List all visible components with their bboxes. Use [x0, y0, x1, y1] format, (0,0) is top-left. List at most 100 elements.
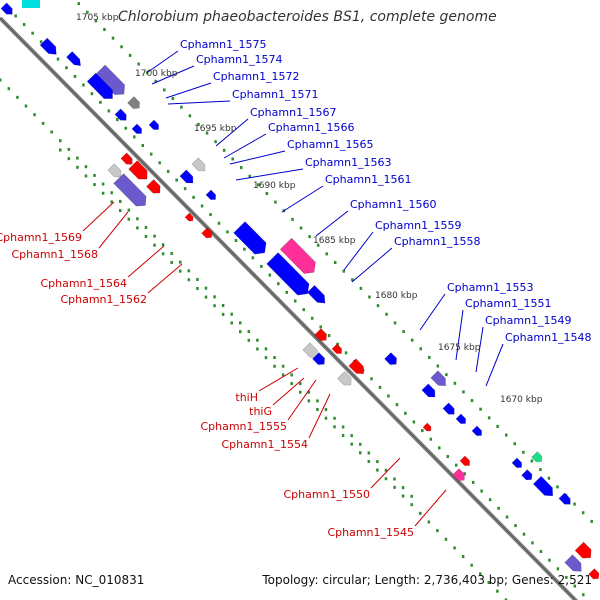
forward-gene-label[interactable]: Cphamn1_1566: [268, 121, 355, 134]
forward-gene-label[interactable]: Cphamn1_1572: [213, 70, 300, 83]
tick-mark: [200, 204, 204, 208]
forward-gene-label[interactable]: Cphamn1_1551: [465, 297, 552, 310]
topology-text: Topology: circular; Length: 2,736,403 bp…: [262, 573, 592, 587]
forward-gene-label[interactable]: Cphamn1_1565: [287, 138, 374, 151]
reverse-gene-label[interactable]: Cphamn1_1545: [327, 526, 414, 539]
forward-gene-label[interactable]: Cphamn1_1559: [375, 219, 462, 232]
forward-gene-label[interactable]: Cphamn1_1560: [350, 198, 437, 211]
forward-label-leader: [455, 309, 464, 361]
gene-arrow: [179, 169, 194, 184]
tick-mark: [341, 433, 345, 437]
gene-arrow: [471, 425, 482, 436]
forward-gene-label[interactable]: Cphamn1_1571: [232, 88, 319, 101]
tick-mark: [461, 555, 465, 559]
gene-arrow: [233, 221, 267, 255]
tick-mark: [438, 446, 441, 450]
tick-mark: [445, 373, 448, 377]
reverse-gene-label[interactable]: Cphamn1_1554: [221, 438, 308, 451]
tick-mark: [136, 217, 139, 221]
forward-gene-label[interactable]: Cphamn1_1549: [485, 314, 572, 327]
tick-mark: [239, 330, 242, 334]
tick-mark: [582, 593, 585, 597]
gene-arrow: [306, 284, 326, 304]
tick-mark: [56, 57, 60, 61]
tick-mark: [556, 485, 559, 489]
forward-gene-label[interactable]: Cphamn1_1553: [447, 281, 534, 294]
tick-mark: [522, 532, 526, 536]
tick-mark: [419, 511, 422, 515]
gene-arrow: [532, 475, 554, 497]
forward-gene-label[interactable]: Cphamn1_1548: [505, 331, 592, 344]
tick-mark: [222, 148, 226, 152]
tick-mark: [136, 226, 139, 230]
tick-mark: [163, 88, 166, 92]
forward-gene-label[interactable]: Cphamn1_1561: [325, 173, 412, 186]
gene-arrow: [113, 173, 147, 207]
tick-mark: [161, 243, 165, 247]
tick-mark: [101, 191, 105, 195]
tick-mark: [531, 541, 534, 545]
tick-mark: [367, 451, 371, 455]
tick-mark: [214, 140, 217, 144]
forward-gene-label[interactable]: Cphamn1_1575: [180, 38, 267, 51]
tick-mark: [401, 494, 405, 498]
scale-label: 1705 kbp: [76, 13, 119, 23]
reverse-gene-label[interactable]: Cphamn1_1568: [11, 248, 98, 261]
reverse-label-leader: [414, 489, 447, 527]
forward-gene-label[interactable]: Cphamn1_1574: [196, 53, 283, 66]
forward-gene-label[interactable]: Cphamn1_1563: [305, 156, 392, 169]
tick-mark: [230, 321, 233, 325]
tick-mark: [260, 264, 263, 268]
tick-mark: [111, 36, 115, 40]
forward-label-leader: [229, 150, 286, 165]
tick-mark: [33, 113, 36, 117]
tick-mark: [67, 157, 71, 161]
reverse-gene-label[interactable]: Cphamn1_1569: [0, 231, 82, 244]
tick-mark: [384, 468, 388, 472]
forward-gene-label[interactable]: Cphamn1_1558: [394, 235, 481, 248]
tick-mark: [110, 200, 113, 204]
reverse-label-leader: [98, 211, 129, 249]
tick-mark: [590, 519, 593, 523]
gene-arrow: [422, 422, 432, 432]
reverse-label-leader: [370, 457, 401, 489]
label-leaders: [82, 50, 504, 527]
tick-mark: [204, 295, 208, 299]
tick-mark: [0, 78, 2, 82]
reverse-label-leader: [147, 263, 183, 294]
gene-arrow: [312, 352, 325, 365]
reverse-gene-label[interactable]: Cphamn1_1550: [283, 488, 370, 501]
reverse-gene-label[interactable]: Cphamn1_1555: [200, 420, 287, 433]
tick-mark: [368, 295, 371, 299]
tick-mark: [548, 558, 551, 562]
tick-mark: [153, 243, 156, 247]
gene-arrow: [511, 457, 522, 468]
tick-mark: [401, 486, 405, 490]
tick-mark: [324, 408, 328, 412]
tick-mark: [393, 321, 397, 325]
gene-arrow: [127, 96, 140, 109]
gene-arrow: [131, 123, 142, 134]
gene-arrow: [421, 383, 436, 398]
reverse-gene-label[interactable]: Cphamn1_1564: [40, 277, 127, 290]
tick-mark: [16, 95, 19, 99]
tick-mark: [196, 286, 199, 290]
gene-arrow: [455, 413, 466, 424]
tick-mark: [213, 304, 216, 308]
tick-mark: [24, 104, 28, 108]
gene-arrow: [452, 468, 465, 481]
tick-mark: [410, 503, 413, 507]
tick-mark: [487, 581, 491, 585]
tick-mark: [187, 269, 191, 273]
reverse-gene-label[interactable]: Cphamn1_1562: [60, 293, 147, 306]
reverse-gene-label[interactable]: thiH: [235, 391, 258, 404]
tick-mark: [170, 260, 173, 264]
accession-text: Accession: NC_010831: [8, 573, 145, 587]
forward-gene-label[interactable]: Cphamn1_1567: [250, 106, 337, 119]
tick-mark: [257, 183, 260, 187]
tick-mark: [22, 23, 26, 27]
tick-mark: [454, 463, 458, 467]
forward-label-leader: [419, 293, 446, 331]
reverse-gene-label[interactable]: thiG: [249, 405, 272, 418]
tick-mark: [67, 147, 71, 151]
